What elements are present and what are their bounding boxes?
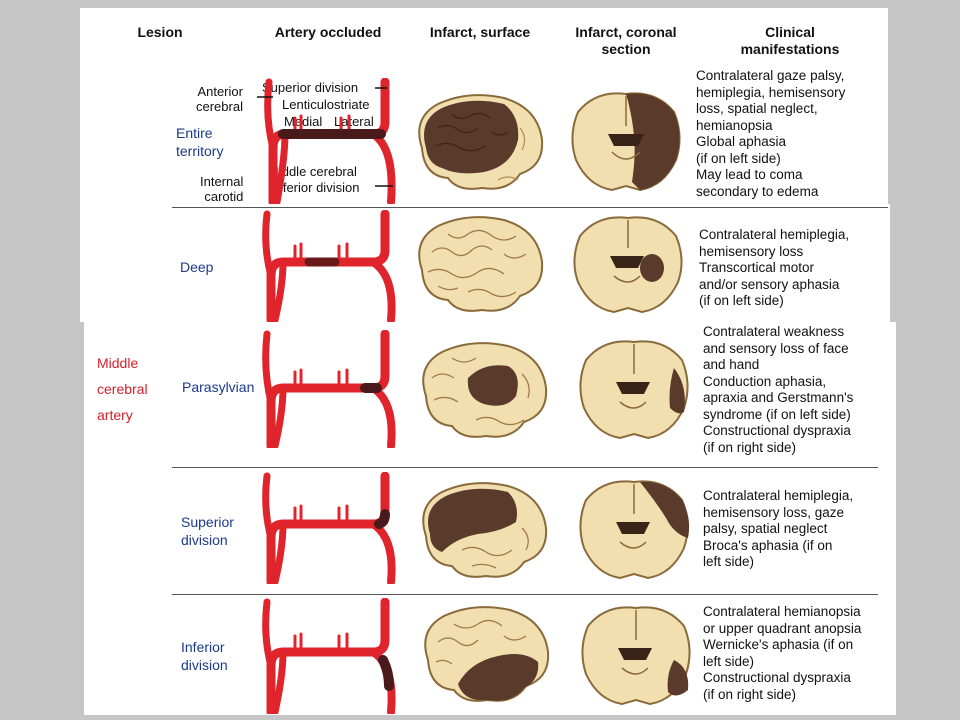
coronal-section-inferior <box>581 606 691 706</box>
row-divider-2 <box>172 467 878 468</box>
artery-diagram-parasylvian <box>262 330 396 448</box>
brain-surface-deep <box>418 216 544 312</box>
coronal-section-entire <box>571 92 681 192</box>
header-lesion: Lesion <box>137 24 183 40</box>
clinical-deep: Contralateral hemiplegia, hemisensory lo… <box>699 227 850 308</box>
anno-lateral: Lateral <box>334 114 374 129</box>
row-divider-3 <box>172 594 878 595</box>
artery-diagram-inferior <box>262 598 396 714</box>
brain-surface-entire <box>418 94 544 190</box>
header-infarct-coronal: Infarct, coronal section <box>575 24 677 57</box>
header-infarct-surface: Infarct, surface <box>429 24 531 40</box>
clinical-superior: Contralateral hemiplegia, hemisensory lo… <box>703 488 854 569</box>
coronal-section-parasylvian <box>579 340 689 440</box>
anno-middle-cerebral: Middle cerebral <box>268 164 357 179</box>
brain-surface-parasylvian <box>422 342 548 438</box>
anno-lenticulostriate: Lenticulostriate <box>282 97 370 112</box>
anno-inferior-division: Inferior division <box>272 180 360 195</box>
group-label-line2: cerebral <box>97 381 148 397</box>
header-clinical: Clinical manifestations <box>740 24 840 57</box>
lesion-label-deep: Deep <box>180 259 214 275</box>
header-artery-occluded: Artery occluded <box>274 24 382 40</box>
clinical-parasylvian: Contralateral weakness and sensory loss … <box>703 324 854 455</box>
clinical-inferior: Contralateral hemianopsia or upper quadr… <box>703 604 862 702</box>
coronal-section-superior <box>579 480 690 580</box>
anno-internal-carotid: Internal carotid <box>200 174 244 204</box>
anno-superior-division: Superior division <box>262 80 359 95</box>
lesion-label-entire: Entire territory <box>176 125 224 159</box>
group-label-line1: Middle <box>97 355 139 371</box>
artery-diagram-deep <box>262 210 396 322</box>
row-divider-1 <box>172 207 888 208</box>
clinical-entire: Contralateral gaze palsy, hemiplegia, he… <box>696 68 846 199</box>
brain-surface-superior <box>422 482 548 578</box>
lesion-label-inferior: Inferior division <box>181 639 228 673</box>
artery-diagram-entire <box>257 78 396 204</box>
brain-surface-inferior <box>424 606 550 702</box>
lesion-label-parasylvian: Parasylvian <box>182 379 255 395</box>
coronal-section-deep <box>573 216 683 314</box>
artery-diagram-superior <box>262 472 396 584</box>
anno-anterior-cerebral: Anterior cerebral <box>196 84 243 114</box>
group-label-line3: artery <box>97 407 133 423</box>
lesion-label-superior: Superior division <box>181 514 234 548</box>
